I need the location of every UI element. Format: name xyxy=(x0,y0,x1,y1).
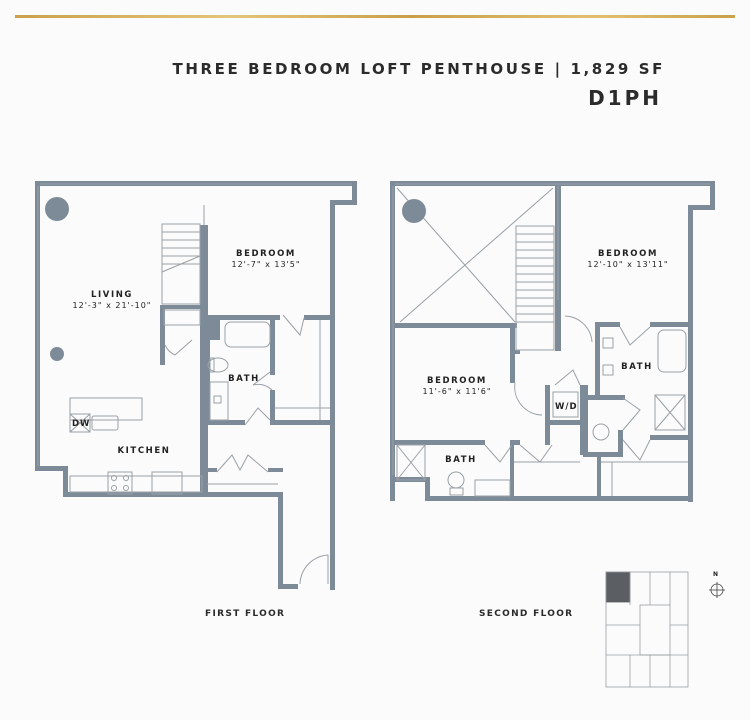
room-name: BEDROOM xyxy=(598,249,658,259)
room-bedroom-second-b: BEDROOM 11'-6" x 11'6" xyxy=(422,376,491,396)
compass-north-label: N xyxy=(713,571,720,578)
first-floor-walls xyxy=(35,181,357,590)
second-floor-walls xyxy=(390,181,715,502)
second-floor-columns xyxy=(402,199,426,223)
room-dimensions: 12'-3" x 21'-10" xyxy=(72,301,152,310)
room-living: LIVING 12'-3" x 21'-10" xyxy=(73,290,152,310)
plan-title: THREE BEDROOM LOFT PENTHOUSE | 1,829 SF xyxy=(172,60,665,78)
room-name: BATH xyxy=(445,455,477,465)
first-floor-label: FIRST FLOOR xyxy=(205,609,286,619)
room-name: BEDROOM xyxy=(235,249,296,259)
first-floor-fixtures xyxy=(37,183,352,585)
washer-dryer-label: W/D xyxy=(555,402,578,412)
column-icon xyxy=(50,347,64,361)
room-kitchen: KITCHEN xyxy=(117,446,170,456)
room-name: KITCHEN xyxy=(117,446,171,456)
second-floor-fixtures xyxy=(392,183,710,497)
room-name: LIVING xyxy=(90,290,134,300)
room-dimensions: 12'-7" x 13'5" xyxy=(231,260,301,269)
gold-divider xyxy=(15,15,735,18)
room-dimensions: 11'-6" x 11'6" xyxy=(422,387,492,396)
room-bedroom-second-a: BEDROOM 12'-10" x 13'11" xyxy=(587,249,668,269)
column-icon xyxy=(45,197,69,221)
column-icon xyxy=(402,199,426,223)
room-bath-first: BATH xyxy=(228,374,260,384)
key-plan xyxy=(605,571,725,688)
room-name: BEDROOM xyxy=(426,376,487,386)
room-dimensions: 12'-10" x 13'11" xyxy=(587,260,669,269)
second-floor-label: SECOND FLOOR xyxy=(479,609,574,619)
room-bath-second-a: BATH xyxy=(621,362,653,372)
room-bedroom-first: BEDROOM 12'-7" x 13'5" xyxy=(231,249,300,269)
room-bath-second-b: BATH xyxy=(445,455,477,465)
room-name: BATH xyxy=(621,362,653,372)
unit-code: D1PH xyxy=(588,86,662,110)
first-floor-columns xyxy=(45,197,69,361)
room-name: BATH xyxy=(228,374,260,384)
dishwasher-label: DW xyxy=(72,419,91,429)
